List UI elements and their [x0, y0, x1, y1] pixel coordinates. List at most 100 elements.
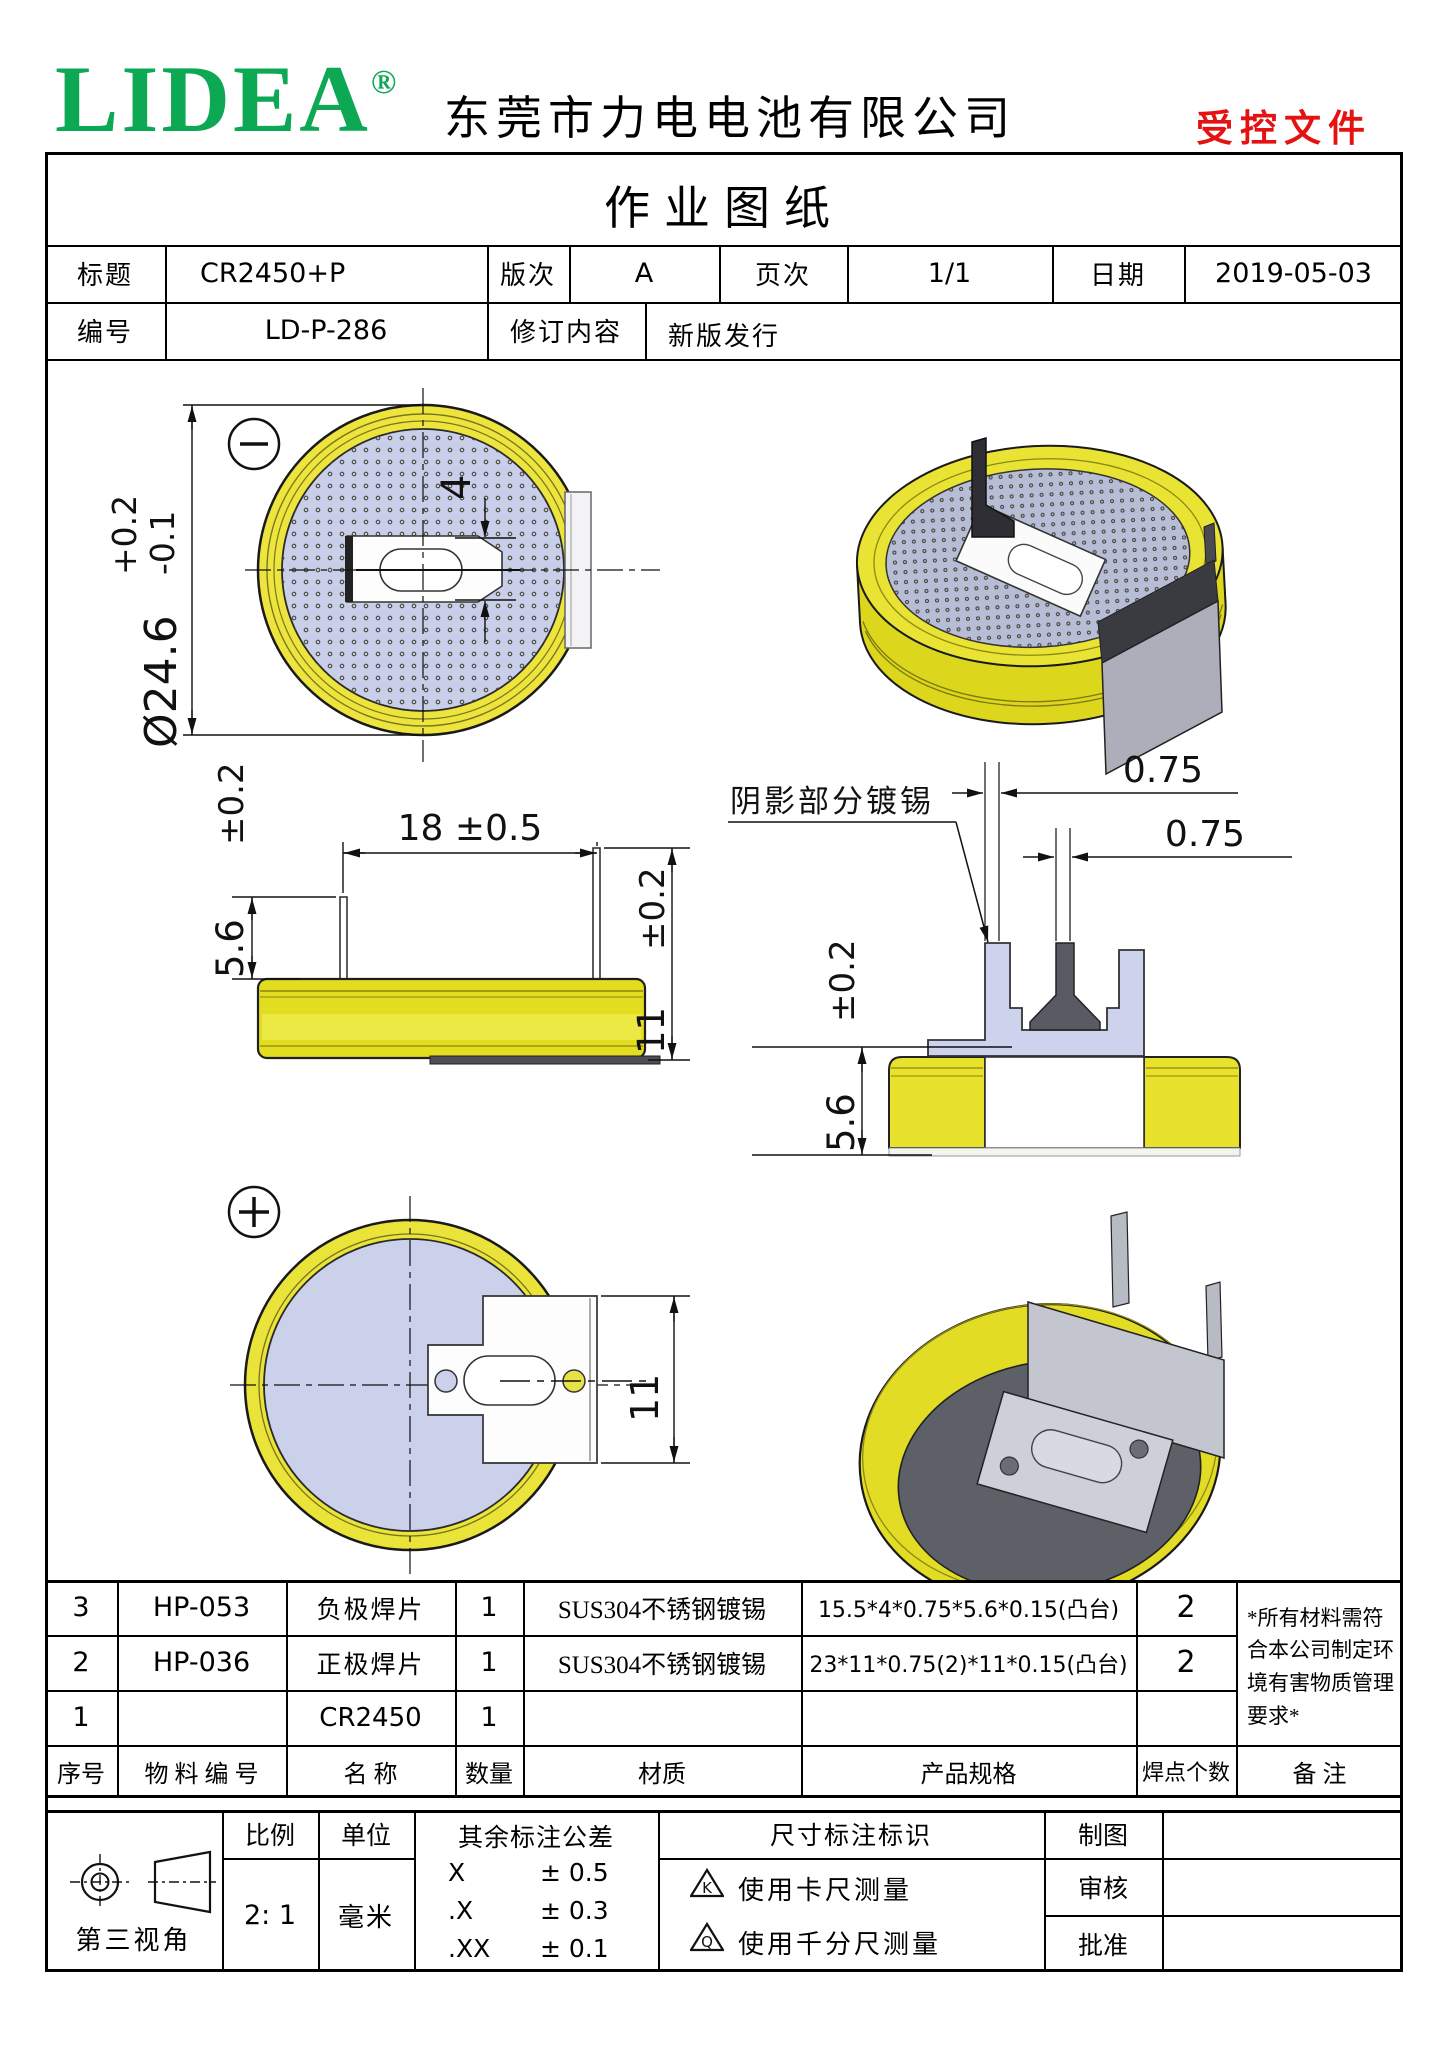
lidea-logo: LIDEA®	[55, 52, 396, 147]
tolerance-title: 其余标注公差	[457, 1825, 614, 1852]
dim-tin-inner-value: 0.75	[1165, 814, 1245, 855]
divider-line	[719, 245, 721, 304]
no-label: 编号	[76, 318, 133, 347]
dim-section-height-tol: ±0.2	[823, 939, 863, 1022]
table-cell: 1	[480, 1647, 498, 1678]
micrometer-triangle-icon: Q	[690, 1922, 724, 1952]
table-cell: SUS304不锈钢镀锡	[557, 1596, 767, 1624]
table-cell: CR2450	[319, 1702, 422, 1733]
title-label: 标题	[76, 261, 133, 290]
dim-pin-spacing-value: 18 ±0.5	[398, 808, 543, 849]
drafter-value	[1162, 1810, 1403, 1858]
dim-dia-value: Ø24.6	[136, 615, 187, 748]
remark-note-text: *所有材料需符合本公司制定环境有害物质管理要求*	[1247, 1605, 1394, 1728]
third-angle-label: 第三视角	[75, 1926, 192, 1955]
sheet-frame	[45, 152, 1403, 1972]
divider-line	[487, 302, 489, 361]
divider-line	[165, 245, 167, 304]
tolerance-value: ± 0.3	[540, 1896, 609, 1925]
caliper-triangle-icon: K	[690, 1868, 724, 1898]
dim-mark-title: 尺寸标注标识	[769, 1823, 932, 1850]
page-value: 1/1	[927, 258, 972, 289]
page-label: 页次	[754, 261, 811, 290]
table-cell: 23*11*0.75(2)*11*0.15(凸台)	[809, 1652, 1128, 1678]
date-value: 2019-05-03	[1215, 258, 1372, 289]
rev-value: A	[634, 258, 654, 289]
dim-section-height	[752, 1046, 1012, 1156]
tinned-bracket	[927, 942, 1145, 1057]
drawing-canvas: +0.2 -0.1 Ø24.6 4	[105, 388, 1292, 1580]
dim-section-height-value: 5.6	[820, 1093, 863, 1152]
table-header: 名 称	[343, 1761, 398, 1788]
dim-neg-tab-value: 5.6	[209, 919, 252, 978]
rev-label: 版次	[499, 261, 556, 290]
table-cell: SUS304不锈钢镀锡	[557, 1651, 767, 1679]
table-header: 焊点个数	[1141, 1760, 1230, 1785]
dim-diameter	[183, 404, 420, 736]
table-cell: 1	[480, 1592, 498, 1623]
logo-text: LIDEA	[55, 46, 371, 152]
iso-view-top	[855, 437, 1227, 776]
table-cell: 正极焊片	[316, 1651, 425, 1679]
dim-tin-outer-value: 0.75	[1123, 750, 1203, 791]
divider-line	[45, 359, 1403, 361]
third-angle-icon	[70, 1850, 216, 1914]
unit-value: 毫米	[337, 1902, 394, 1932]
iso-side-bracket	[1097, 522, 1223, 776]
dim-dia-tol-plus: +0.2	[105, 495, 144, 575]
dim-neg-tab-tol: ±0.2	[212, 762, 252, 845]
divider-line	[1052, 245, 1054, 304]
remark-note: *所有材料需符合本公司制定环境有害物质管理要求*	[1247, 1592, 1395, 1742]
side-view: 18 ±0.5 ±0.2 5.6 ±0.2 11	[209, 762, 690, 1065]
registered-mark-icon: ®	[370, 64, 397, 101]
right-pin	[592, 847, 601, 982]
scale-value: 2: 1	[243, 1899, 297, 1931]
divider-line	[45, 302, 1403, 304]
tolerance-name: .X	[448, 1896, 474, 1925]
table-header: 物 料 编 号	[144, 1761, 259, 1788]
micrometer-note: 使用千分尺测量	[738, 1930, 942, 1959]
table-cell: HP-036	[152, 1647, 251, 1678]
approver-label: 批准	[1077, 1932, 1128, 1960]
reviewer-value	[1162, 1858, 1403, 1915]
dim-tab-width-value: 4	[434, 475, 480, 500]
top-view-positive: 11	[227, 1185, 690, 1578]
table-cell: 2	[72, 1647, 90, 1678]
company-name: 东莞市力电电池有限公司	[444, 93, 1016, 144]
approver-value	[1162, 1915, 1403, 1972]
tolerance-name: X	[448, 1858, 466, 1887]
table-header: 产品规格	[920, 1761, 1017, 1788]
unit-label: 单位	[340, 1823, 391, 1850]
shade-note: 阴影部分镀锡	[730, 784, 934, 819]
table-header: 备 注	[1292, 1761, 1347, 1788]
table-header: 序号	[57, 1761, 105, 1788]
tolerance-value: ± 0.5	[540, 1858, 609, 1887]
iso-tab-fin	[971, 437, 1015, 538]
table-header: 材质	[638, 1761, 686, 1788]
table-cell: 1	[480, 1702, 498, 1733]
shade-note-leader	[728, 821, 989, 943]
dim-pos-tab	[601, 1295, 690, 1464]
doc-title: 作业图纸	[604, 183, 844, 234]
drafter-label: 制图	[1077, 1823, 1128, 1850]
dim-pin-spacing	[342, 842, 598, 893]
divider-line	[645, 302, 647, 361]
divider-line	[45, 245, 1403, 247]
divider-line	[487, 245, 489, 304]
center-pin	[1029, 942, 1101, 1031]
rev-content-value: 新版发行	[668, 322, 781, 351]
tolerance-name: .XX	[448, 1934, 491, 1963]
table-header: 数量	[465, 1761, 513, 1788]
micrometer-letter: Q	[701, 1933, 713, 1951]
table-cell	[117, 1690, 286, 1745]
plus-icon	[227, 1185, 281, 1239]
divider-line	[569, 245, 571, 304]
left-pin	[339, 896, 348, 982]
caliper-note: 使用卡尺测量	[738, 1876, 913, 1905]
dim-neg-tab-height	[232, 896, 336, 980]
minus-icon	[227, 417, 281, 471]
divider-line	[165, 302, 167, 361]
dim-total-height-value: 11	[630, 1007, 673, 1054]
reviewer-label: 审核	[1077, 1875, 1128, 1903]
